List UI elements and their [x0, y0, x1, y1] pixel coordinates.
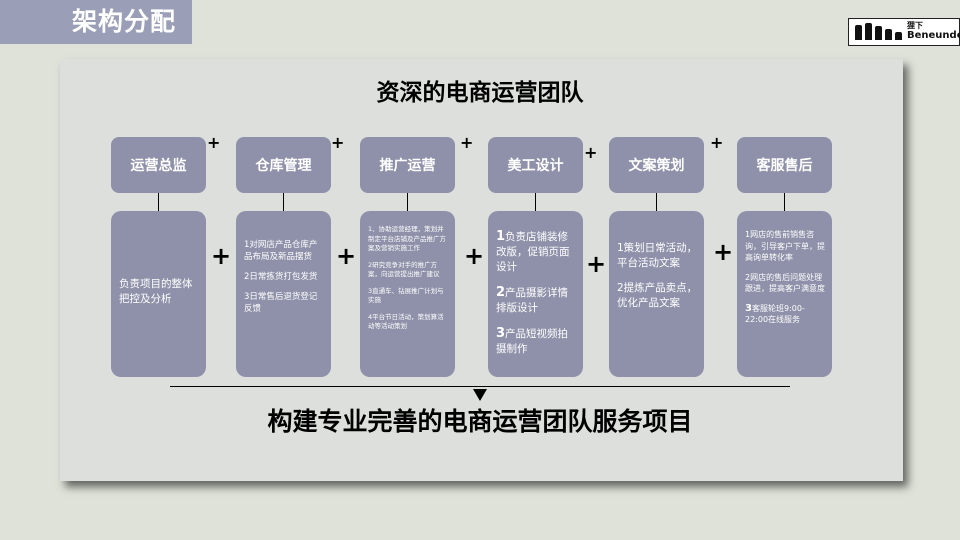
- logo-subtitle: 狸下: [907, 21, 923, 30]
- detail-text: 3日常售后退货登记反馈: [244, 292, 318, 314]
- detail-copywriting: 1策划日常活动，平台活动文案 2提炼产品卖点，优化产品文案: [609, 211, 704, 377]
- connector-line: [535, 193, 536, 211]
- detail-design: 1负责店铺装修改版，促销页面设计 2产品摄影详情排版设计 3产品短视频拍摄制作: [488, 211, 583, 377]
- plus-connector: +: [336, 242, 357, 270]
- category-ops-director: 运营总监: [111, 137, 206, 193]
- detail-text: 1策划日常活动，平台活动文案: [617, 242, 698, 269]
- category-design: 美工设计: [488, 137, 583, 193]
- detail-ops-director: 负责项目的整体把控及分析: [111, 211, 206, 377]
- detail-text: 负责项目的整体把控及分析: [119, 278, 193, 305]
- headline: 资深的电商运营团队: [376, 80, 584, 106]
- detail-promotion: 1、协助运营经理，策划并制定平台店铺及产品推广方案及营销实施工作 2研究竞争对手…: [360, 211, 455, 377]
- detail-item: 2产品摄影详情排版设计: [496, 285, 569, 314]
- connector-line: [784, 193, 785, 211]
- plus-connector: +: [584, 143, 598, 162]
- detail-item: 1网店的售前销售咨询，引导客户下单，提高询单转化率: [745, 230, 825, 262]
- category-copywriting: 文案策划: [609, 137, 704, 193]
- arrow-down-icon: [473, 389, 487, 401]
- detail-item: 3产品短视频拍摄制作: [496, 326, 569, 355]
- detail-text: 1对网店产品仓库产品布局及新品摆货: [244, 240, 318, 262]
- category-promotion: 推广运营: [360, 137, 455, 193]
- connector-line: [283, 193, 284, 211]
- logo-name: Beneunder: [907, 30, 960, 41]
- plus-connector: +: [460, 133, 474, 152]
- detail-text: 2研究竞争对手的推广方案，向运营提出推广建议: [368, 260, 440, 279]
- detail-warehouse: 1对网店产品仓库产品布局及新品摆货 2日常拣货打包发货 3日常售后退货登记反馈: [236, 211, 331, 377]
- title-bar: [0, 0, 192, 44]
- detail-item: 3客服轮班9:00-22:00在线服务: [745, 302, 805, 325]
- plus-connector: +: [331, 133, 345, 152]
- plus-connector: +: [211, 242, 232, 270]
- connector-line: [656, 193, 657, 211]
- brand-logo: 狸下 Beneunder: [848, 18, 960, 46]
- plus-connector: +: [207, 133, 221, 152]
- summary-line: [170, 386, 790, 387]
- page-title: 架构分配: [72, 7, 177, 36]
- detail-text: 4平台节日活动，策划算活动等活动策划: [368, 312, 444, 331]
- detail-text: 1、协助运营经理，策划并制定平台店铺及产品推广方案及营销实施工作: [368, 225, 446, 252]
- plus-connector: +: [464, 242, 485, 270]
- footer-statement: 构建专业完善的电商运营团队服务项目: [267, 407, 693, 436]
- detail-item: 1负责店铺装修改版，促销页面设计: [496, 229, 570, 273]
- plus-connector: +: [586, 250, 607, 278]
- detail-item: 2网店的售后问题处理跟进，提高客户满意度: [745, 272, 825, 294]
- detail-text: 2日常拣货打包发货: [244, 272, 318, 282]
- connector-line: [158, 193, 159, 211]
- category-warehouse: 仓库管理: [236, 137, 331, 193]
- detail-customer-service: 1网店的售前销售咨询，引导客户下单，提高询单转化率 2网店的售后问题处理跟进，提…: [737, 211, 832, 377]
- connector-line: [407, 193, 408, 211]
- detail-text: 2提炼产品卖点，优化产品文案: [617, 282, 698, 309]
- plus-connector: +: [713, 238, 734, 266]
- category-customer-service: 客服售后: [737, 137, 832, 193]
- detail-text: 3直通车、钻展推广计划与实施: [368, 286, 444, 305]
- plus-connector: +: [710, 133, 724, 152]
